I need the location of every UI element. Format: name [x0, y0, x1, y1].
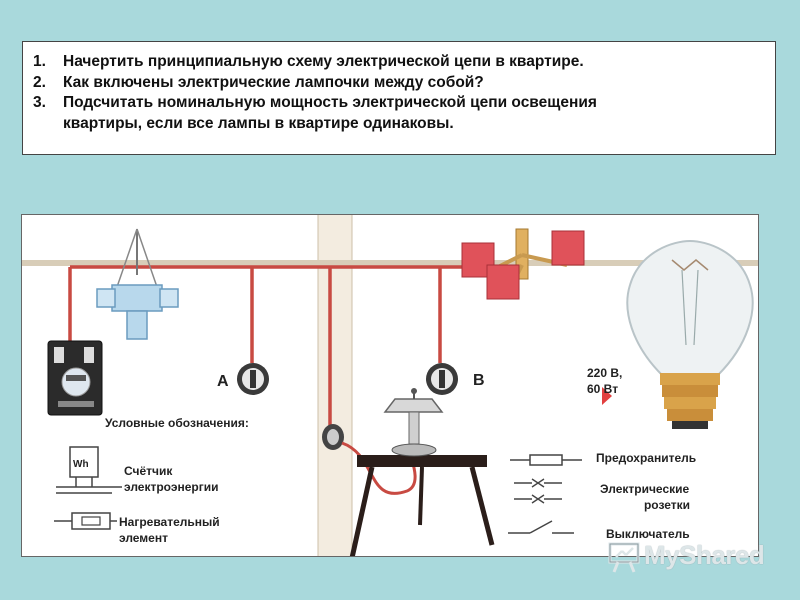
pointer-arrow-icon	[602, 387, 612, 405]
bulb-rating-line1: 220 В,	[587, 366, 623, 380]
task-item-2: 2. Как включены электрические лампочки м…	[33, 73, 775, 94]
task-text: Начертить принципиальную схему электриче…	[63, 53, 584, 70]
task-item-1: 1. Начертить принципиальную схему электр…	[33, 52, 775, 73]
legend-switch-label: Выключатель	[604, 526, 718, 543]
switch-a-label: А	[217, 373, 229, 390]
table-lamp-icon	[383, 388, 444, 457]
bulb-rating-line2: 60 Вт	[587, 382, 619, 396]
presentation-board-icon	[608, 542, 640, 573]
legend-socket-line2: розетки	[598, 497, 736, 514]
switch-a-icon	[237, 363, 269, 395]
chandelier-icon	[96, 228, 179, 340]
legend-heater-symbol	[54, 512, 126, 530]
task-number: 3.	[33, 94, 46, 111]
meter-symbol-label: Wh	[73, 459, 89, 470]
task-number: 2.	[33, 73, 46, 91]
wall-socket-icon	[322, 424, 344, 450]
watermark-text: MyShared	[644, 540, 765, 570]
task-item-3-continued: квартиры, если все лампы в квартире один…	[33, 114, 775, 135]
wall-lamps-icon	[461, 228, 585, 300]
switch-b-label: В	[473, 372, 485, 389]
legend-fuse-symbol	[510, 454, 582, 466]
watermark: MyShared	[606, 538, 766, 574]
legend-meter-symbol	[56, 446, 122, 494]
task-number	[33, 114, 63, 135]
legend-switch-symbol	[508, 520, 574, 534]
task-number: 1.	[33, 53, 46, 70]
wall-column	[318, 215, 352, 556]
legend-heater-line1: Нагревательный	[117, 514, 257, 531]
switch-b-icon	[426, 363, 458, 395]
task-text: квартиры, если все лампы в квартире один…	[63, 114, 454, 132]
diagram-drawing	[22, 215, 758, 556]
task-text: Как включены электрические лампочки межд…	[63, 73, 484, 91]
legend-socket-symbol	[514, 478, 562, 504]
task-list: 1. Начертить принципиальную схему электр…	[33, 52, 775, 134]
task-item-3: 3. Подсчитать номинальную мощность элект…	[33, 93, 775, 114]
legend-meter-line2: электроэнергии	[122, 479, 254, 496]
task-text: Подсчитать номинальную мощность электрич…	[63, 94, 597, 111]
apartment-wiring-diagram: А В 220 В, 60 Вт Wh Условные обозначения…	[21, 214, 759, 557]
light-bulb-icon	[626, 239, 754, 429]
legend-fuse-label: Предохранитель	[594, 450, 754, 467]
task-box: 1. Начертить принципиальную схему электр…	[22, 41, 776, 155]
electricity-meter-icon	[47, 340, 103, 416]
table-icon	[349, 455, 495, 556]
legend-meter-line1: Счётчик	[122, 463, 254, 480]
legend-title: Условные обозначения:	[103, 415, 302, 432]
legend-socket-line1: Электрические	[598, 481, 736, 498]
legend-heater-line2: элемент	[117, 530, 257, 547]
